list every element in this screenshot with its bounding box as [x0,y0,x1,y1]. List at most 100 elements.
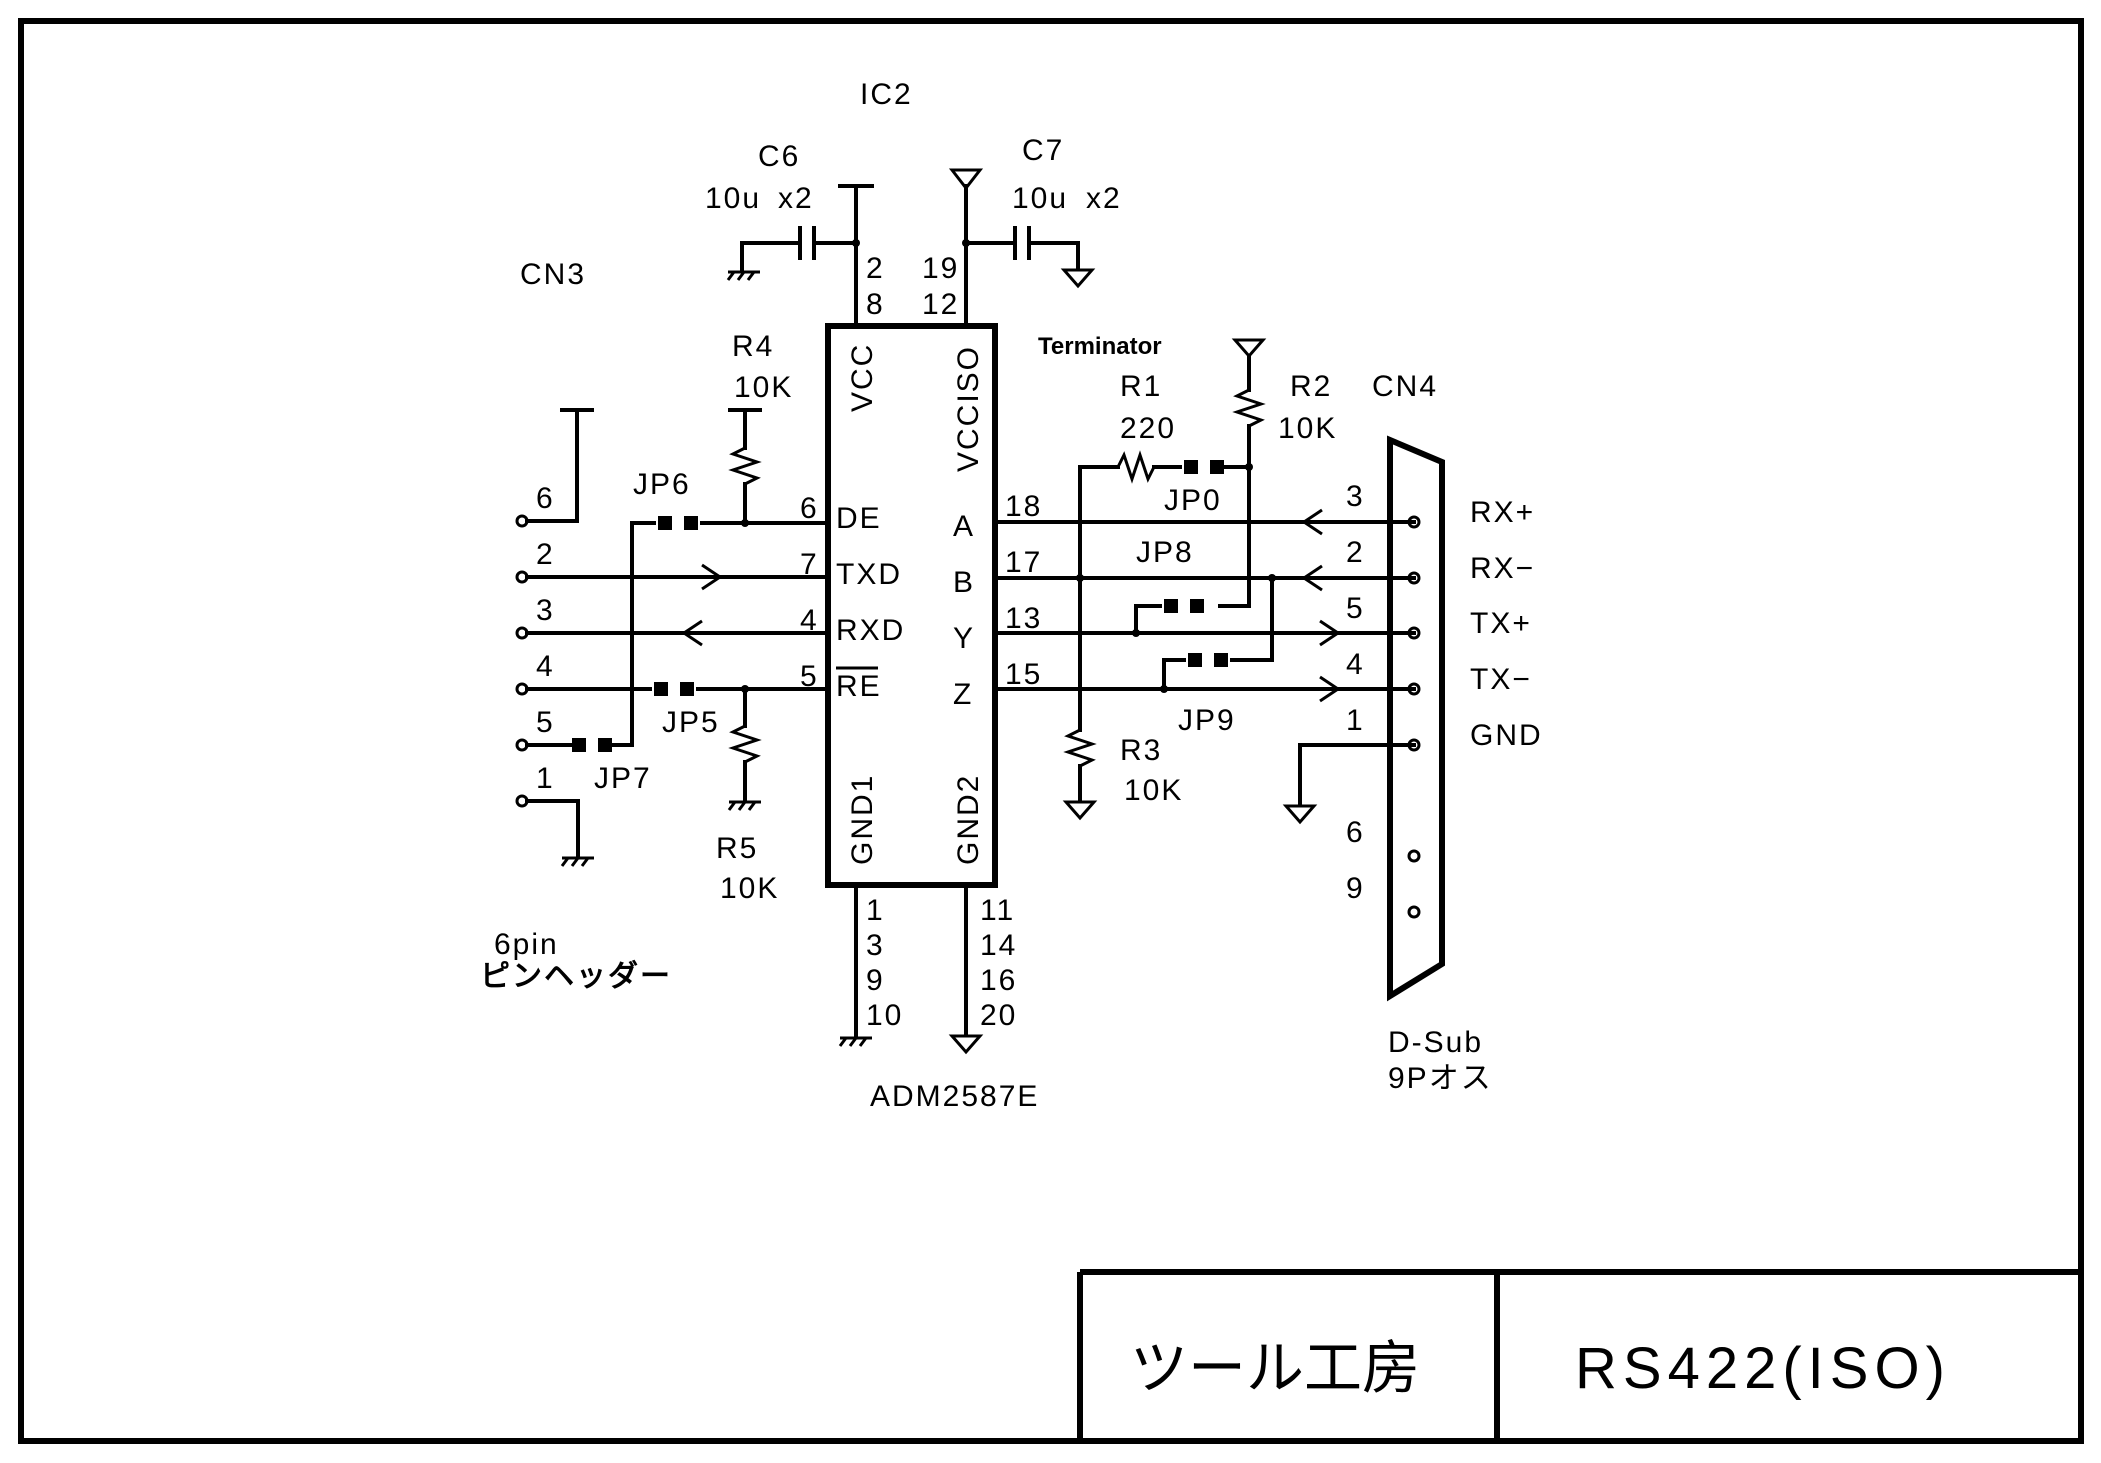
cn4-pin-2: 2 RX− [1346,536,1535,585]
r1-value: 220 [1120,412,1176,445]
svg-text:3: 3 [536,594,555,627]
pin-num-b: 17 [1005,546,1042,579]
power-vcc-net: C6 10u x2 [705,140,874,328]
pin-num-vcciso-b: 12 [922,288,959,321]
drawing-border [18,18,2084,1444]
cn3-desc-line1: 6pin [494,928,559,961]
title-block: ツール工房 RS422(ISO) [1077,1269,2081,1441]
cn4-pin-6: 6 [1346,816,1421,863]
pin-num-vcciso-a: 19 [922,252,959,285]
cn4-ref: CN4 [1372,370,1438,403]
c7-value: 10u [1012,182,1068,215]
pin-num-rxd: 4 [800,604,819,637]
c7-mult: x2 [1086,182,1122,215]
ic-pin-name-vcciso: VCCISO [952,345,985,472]
cn3-pin-5: 5 [515,706,572,752]
cn3-pin-2: 2 [515,538,830,591]
svg-text:2: 2 [1346,536,1365,569]
jp8 [1190,599,1204,613]
title-block-maker: ツール工房 [1130,1336,1420,1401]
ground-gnd2 [948,883,984,1055]
jp9-label: JP9 [1178,704,1236,737]
svg-text:3: 3 [1346,480,1365,513]
ground-gnd1 [838,883,872,1047]
pin-num-gnd2-d: 20 [980,999,1017,1032]
svg-text:6: 6 [1346,816,1365,849]
ic-part-label: ADM2587E [870,1080,1039,1113]
ic-pin-name-z: Z [953,678,973,711]
svg-text:1: 1 [536,762,555,795]
jp5-label: JP5 [662,706,720,739]
ic-pin-name-b: B [953,566,975,599]
pin-num-gnd2-b: 14 [980,929,1017,962]
cn3-pin-4: 4 [515,650,652,696]
ic-pin-name-vcc: VCC [846,343,879,412]
cn4-pin-5: 5 TX+ [1346,592,1532,640]
cn3-ref: CN3 [520,258,586,291]
jp9 [1214,653,1228,667]
cn4-pin-9: 9 [1346,872,1421,919]
terminator-network: Terminator R2 10K R1 220 JP0 JP8 R3 [1038,333,1337,821]
svg-text:4: 4 [1346,648,1365,681]
title-block-title: RS422(ISO) [1575,1336,1951,1401]
terminator-label: Terminator [1038,333,1162,360]
cn4-signal-tx-plus: TX+ [1470,607,1532,640]
jp8-label: JP8 [1136,536,1194,569]
cn4-signal-rx-minus: RX− [1470,552,1535,585]
pin-num-re: 5 [800,660,819,693]
c6-mult: x2 [778,182,814,215]
ic-ref-label: IC2 [860,78,913,111]
svg-text:9: 9 [1346,872,1365,905]
jp7-label: JP7 [594,762,652,795]
r3-ref: R3 [1120,734,1162,767]
r1-ref: R1 [1120,370,1162,403]
r5: R5 10K [716,687,779,905]
pin-num-gnd1-a: 1 [866,894,885,927]
jp0-label: JP0 [1164,484,1222,517]
jp6 [658,516,672,530]
pin-num-a: 18 [1005,490,1042,523]
cn4-pin-4: 4 TX− [1346,648,1530,696]
pin-num-gnd2-a: 11 [980,894,1015,927]
connector-cn4: CN4 3 RX+ 2 RX− 5 TX+ 4 TX− 1 GND [1346,370,1543,1095]
svg-text:6: 6 [536,482,555,515]
ic-pin-name-gnd1: GND1 [846,774,879,865]
pin-num-gnd1-d: 10 [866,999,903,1032]
cn4-signal-gnd: GND [1470,719,1543,752]
cn3-pin-6: 6 [515,408,594,528]
r2-value: 10K [1278,412,1337,445]
pin-num-y: 13 [1005,602,1042,635]
cn4-desc-line2: 9Pオス [1388,1062,1493,1095]
ic-pin-name-a: A [953,510,975,543]
ic-pin-name-txd: TXD [836,558,902,591]
pin-num-gnd2-c: 16 [980,964,1017,997]
r4-value: 10K [734,371,793,404]
rs422-lines [993,508,1416,825]
pin-num-vcc-a: 2 [866,252,885,285]
r2-ref: R2 [1290,370,1332,403]
ic-adm2587e: IC2 ADM2587E VCC DE TXD RXD RE GND1 VCCI… [800,78,1042,1113]
r4: R4 10K [728,330,793,525]
svg-text:2: 2 [536,538,555,571]
ic-pin-name-y: Y [953,622,975,655]
r3-value: 10K [1124,774,1183,807]
jp7 [572,738,586,752]
jp6-label: JP6 [633,468,691,501]
power-vcciso-net: C7 10u x2 [948,134,1122,328]
c7-ref: C7 [1022,134,1064,167]
c6-value: 10u [705,182,761,215]
pin-num-gnd1-c: 9 [866,964,885,997]
jp0 [1184,460,1198,474]
pin-num-txd: 7 [800,548,819,581]
cn4-pin-3: 3 RX+ [1346,480,1535,529]
ic-pin-name-re: RE [836,670,882,703]
pin-num-gnd1-b: 3 [866,929,885,962]
r5-ref: R5 [716,832,758,865]
cn4-signal-rx-plus: RX+ [1470,496,1535,529]
c6-ref: C6 [758,140,800,173]
pin-num-de: 6 [800,492,819,525]
ic-pin-name-gnd2: GND2 [952,774,985,865]
cn4-desc-line1: D-Sub [1388,1026,1483,1059]
r5-value: 10K [720,872,779,905]
